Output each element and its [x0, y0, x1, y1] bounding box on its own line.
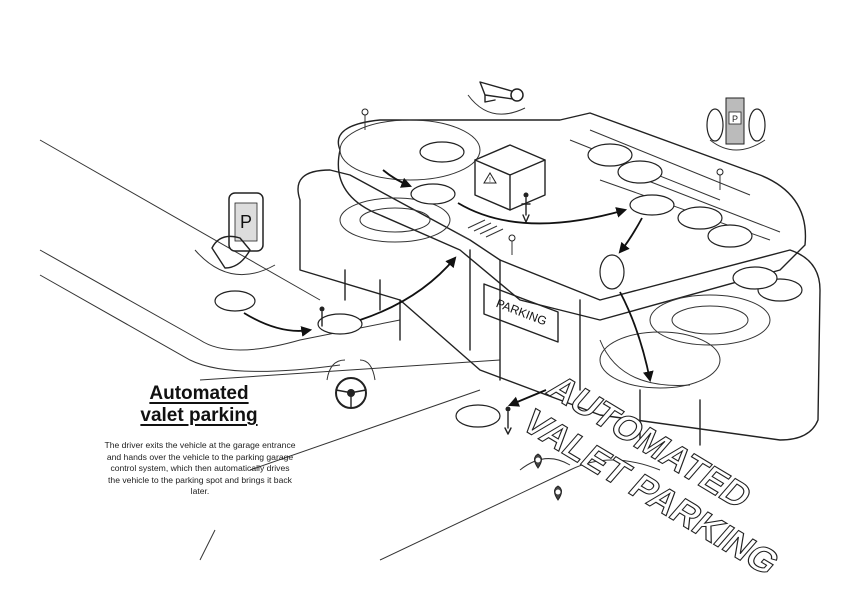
title-line1: Automated — [149, 383, 249, 404]
car-icon — [419, 141, 465, 163]
car-icon — [455, 404, 501, 428]
parking-sign: PARKING — [483, 283, 559, 343]
car-icon — [317, 313, 363, 335]
description-text: The driver exits the vehicle at the gara… — [104, 440, 296, 496]
parking-spot-icon: P — [706, 97, 766, 151]
smartphone-icon: P — [194, 192, 276, 276]
crosswalk — [454, 219, 504, 241]
spot-parking-symbol: P — [732, 114, 738, 124]
moving-cars — [214, 141, 675, 428]
road-lines — [39, 139, 661, 561]
car-icon — [629, 194, 675, 216]
automated-valet-parking-lettering: AUTOMATED VALET PARKING — [513, 367, 789, 582]
control-building: ! — [474, 144, 546, 211]
warning-icon: ! — [489, 177, 491, 184]
page-title: Automated valet parking — [126, 383, 272, 427]
people — [319, 192, 531, 435]
location-pin-icon — [519, 453, 571, 501]
parked-cars — [587, 143, 803, 302]
parking-garage: ! — [297, 108, 821, 446]
steering-wheel-icon — [326, 359, 376, 409]
car-icon — [214, 290, 256, 312]
camera-icon — [467, 81, 526, 115]
route-arrows — [243, 169, 654, 407]
car-icon — [410, 183, 456, 205]
title-line2: valet parking — [140, 405, 258, 426]
car-icon — [599, 254, 625, 290]
phone-parking-symbol: P — [240, 212, 252, 232]
